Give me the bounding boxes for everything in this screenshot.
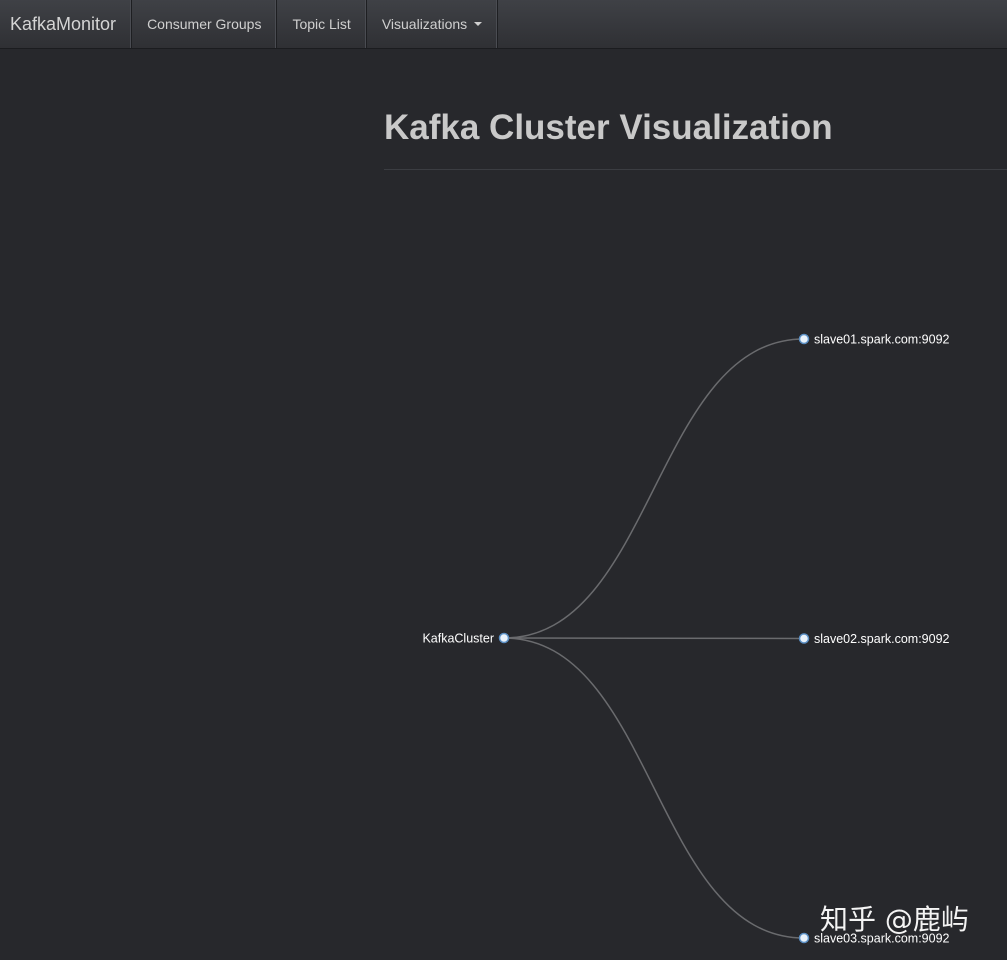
title-divider xyxy=(384,169,1007,170)
caret-down-icon xyxy=(474,22,483,26)
tree-nodes: KafkaCluster slave01.spark.com:9092 slave0… xyxy=(422,333,949,946)
nav-consumer-groups-label: Consumer Groups xyxy=(147,16,262,32)
brand-link[interactable]: KafkaMonitor xyxy=(0,0,133,48)
tree-node-broker-3-label: slave03.spark.com:9092 xyxy=(814,932,950,946)
nav-topic-list-label: Topic List xyxy=(292,16,351,32)
tree-node-root[interactable]: KafkaCluster xyxy=(422,632,510,646)
tree-node-broker-1[interactable]: slave01.spark.com:9092 xyxy=(798,333,950,347)
node-circle-icon[interactable] xyxy=(798,932,810,944)
tree-links xyxy=(503,338,805,939)
tree-link xyxy=(503,637,805,640)
node-circle-icon[interactable] xyxy=(798,633,810,644)
tree-node-root-label: KafkaCluster xyxy=(422,632,494,646)
tree-node-broker-2-label: slave02.spark.com:9092 xyxy=(814,632,950,646)
nav-visualizations-label: Visualizations xyxy=(381,16,468,32)
node-circle-icon[interactable] xyxy=(498,632,510,644)
nav-topic-list[interactable]: Topic List xyxy=(277,0,367,48)
watermark-text: 知乎 @鹿屿 xyxy=(820,903,969,936)
tree-link xyxy=(503,637,805,939)
nav-consumer-groups[interactable]: Consumer Groups xyxy=(132,0,278,48)
top-navbar: KafkaMonitor Consumer Groups Topic List … xyxy=(0,0,1007,49)
tree-node-broker-3[interactable]: slave03.spark.com:9092 xyxy=(798,932,950,946)
tree-link xyxy=(503,338,805,639)
nav-visualizations-dropdown[interactable]: Visualizations xyxy=(367,0,499,48)
tree-node-broker-2[interactable]: slave02.spark.com:9092 xyxy=(798,632,950,646)
node-circle-icon[interactable] xyxy=(798,333,810,345)
page-title: Kafka Cluster Visualization xyxy=(384,108,833,147)
tree-node-broker-1-label: slave01.spark.com:9092 xyxy=(814,333,950,347)
